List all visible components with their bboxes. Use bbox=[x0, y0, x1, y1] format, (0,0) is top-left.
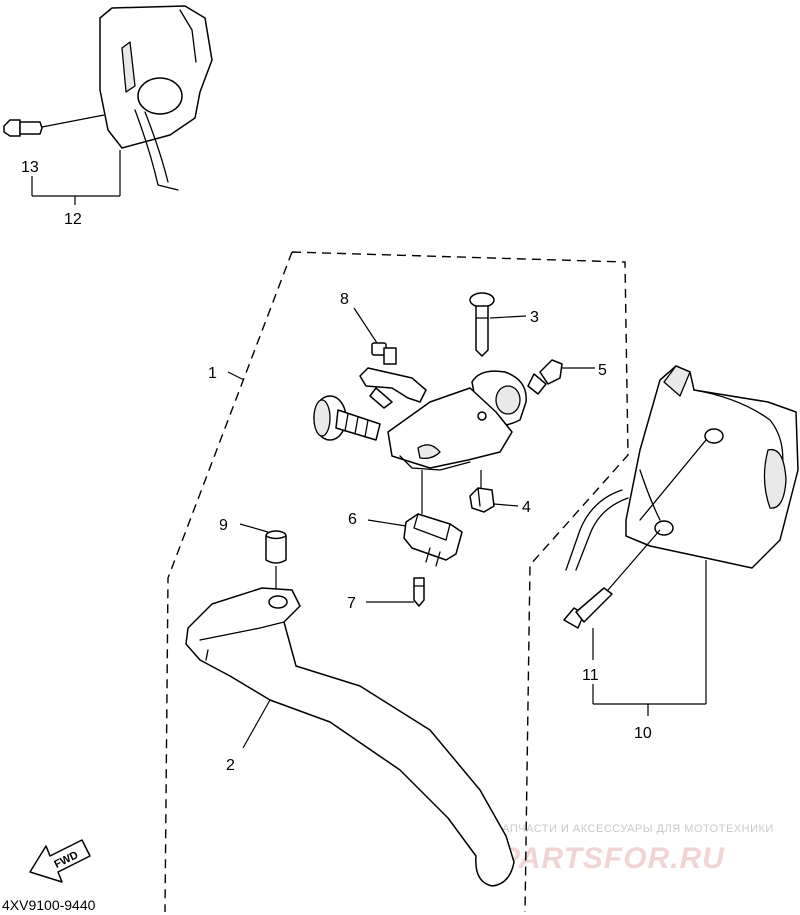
callout-6: 6 bbox=[348, 511, 357, 528]
callout-10: 10 bbox=[634, 725, 652, 742]
watermark-brand: PARTSFOR.RU bbox=[500, 842, 725, 875]
part-10-switch-assembly bbox=[565, 365, 799, 571]
watermark-tagline: ЗАПЧАСТИ И АКСЕССУАРЫ ДЛЯ МОТОТЕХНИКИ bbox=[495, 823, 774, 835]
part-3-bolt bbox=[469, 292, 527, 357]
callout-4: 4 bbox=[522, 499, 531, 516]
callout-2: 2 bbox=[226, 757, 235, 774]
part-9-bushing bbox=[239, 523, 287, 590]
callout-3: 3 bbox=[530, 309, 539, 326]
watermark: ЗАПЧАСТИ И АКСЕССУАРЫ ДЛЯ МОТОТЕХНИКИ PA… bbox=[495, 823, 774, 875]
assembly-boundary bbox=[164, 251, 629, 913]
callout-5: 5 bbox=[598, 362, 607, 379]
fwd-arrow-icon: FWD bbox=[29, 839, 91, 883]
diagram-code: 4XV9100-9440 bbox=[2, 897, 96, 913]
part-11-screw bbox=[563, 529, 661, 629]
part-6-switch bbox=[367, 470, 463, 567]
part-8-bolt bbox=[353, 307, 397, 365]
callout-9: 9 bbox=[219, 517, 228, 534]
part-4-nut bbox=[469, 470, 519, 513]
part-13-screw bbox=[3, 114, 105, 137]
callout-12: 12 bbox=[64, 211, 82, 228]
callout-8: 8 bbox=[340, 291, 349, 308]
callout-1: 1 bbox=[208, 365, 217, 382]
callout-11: 11 bbox=[582, 667, 599, 684]
part-12-switch-housing bbox=[99, 5, 213, 191]
callout-13: 13 bbox=[21, 159, 39, 176]
part-7-screw bbox=[366, 577, 425, 607]
part-5-bolt bbox=[527, 359, 595, 395]
lever-holder-assembly bbox=[313, 367, 527, 471]
callout-7: 7 bbox=[347, 595, 356, 612]
part-2-lever bbox=[185, 587, 515, 887]
